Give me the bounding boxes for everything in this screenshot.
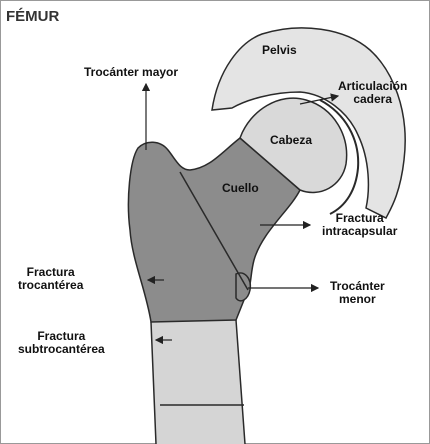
shaft-lower [151,320,245,444]
label-fractura-subtrocanterea: Fractura subtrocantérea [18,330,105,356]
label-pelvis: Pelvis [262,44,297,57]
label-fractura-trocanterea-line2: trocantérea [18,279,83,292]
label-trocanter-mayor: Trocánter mayor [84,66,178,79]
label-fractura-intracapsular-line2: intracapsular [322,225,397,238]
label-cabeza: Cabeza [270,134,312,147]
label-trocanter-menor: Trocánter menor [330,280,385,306]
label-trocanter-menor-line2: menor [330,293,385,306]
label-cuello: Cuello [222,182,259,195]
label-fractura-intracapsular: Fractura intracapsular [322,212,397,238]
label-fractura-subtrocanterea-line2: subtrocantérea [18,343,105,356]
label-articulacion-line2: cadera [338,93,407,106]
label-articulacion: Articulación cadera [338,80,407,106]
lesser-trochanter [236,273,250,301]
label-fractura-trocanterea: Fractura trocantérea [18,266,83,292]
